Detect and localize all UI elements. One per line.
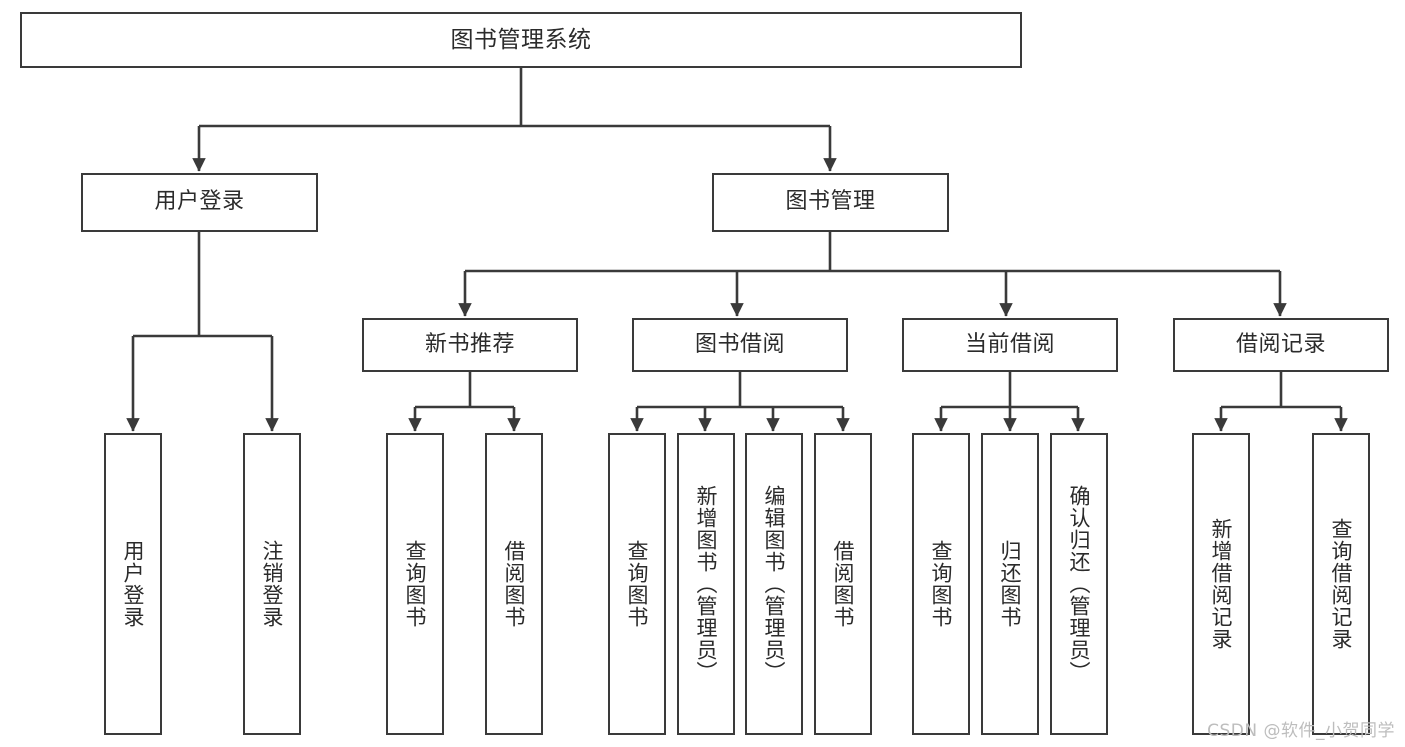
node-current-borrow-label: 当前借阅 (964, 331, 1055, 357)
node-book-borrow[interactable]: 图书借阅 (632, 318, 848, 372)
leaf-logout-login[interactable]: 注销登录 (243, 433, 301, 735)
leaf-return-book[interactable]: 归还图书 (981, 433, 1039, 735)
leaf-query-book-1[interactable]: 查询图书 (386, 433, 444, 735)
node-root-label: 图书管理系统 (450, 26, 592, 53)
csdn-watermark: CSDN @软件_小贺同学 (1207, 721, 1395, 741)
leaf-borrow-book-2-label: 借阅图书 (831, 540, 856, 628)
node-user-login[interactable]: 用户登录 (81, 173, 318, 232)
leaf-query-book-3[interactable]: 查询图书 (912, 433, 970, 735)
leaf-query-book-2-label: 查询图书 (625, 540, 650, 628)
node-root-book-management-system[interactable]: 图书管理系统 (20, 12, 1022, 68)
leaf-user-login[interactable]: 用户登录 (104, 433, 162, 735)
leaf-confirm-return-admin-label: 确认归还（管理员） (1067, 485, 1092, 683)
leaf-borrow-book-1[interactable]: 借阅图书 (485, 433, 543, 735)
node-new-book-recommend[interactable]: 新书推荐 (362, 318, 578, 372)
node-borrow-record[interactable]: 借阅记录 (1173, 318, 1389, 372)
leaf-query-book-2[interactable]: 查询图书 (608, 433, 666, 735)
node-new-book-recommend-label: 新书推荐 (424, 331, 515, 357)
node-book-management[interactable]: 图书管理 (712, 173, 949, 232)
leaf-edit-book-admin-label: 编辑图书（管理员） (762, 485, 787, 683)
node-book-borrow-label: 图书借阅 (694, 331, 785, 357)
leaf-query-book-1-label: 查询图书 (403, 540, 428, 628)
node-user-login-label: 用户登录 (154, 189, 245, 215)
leaf-query-borrow-record-label: 查询借阅记录 (1329, 518, 1354, 650)
leaf-add-book-admin-label: 新增图书（管理员） (694, 485, 719, 683)
leaf-confirm-return-admin[interactable]: 确认归还（管理员） (1050, 433, 1108, 735)
leaf-add-book-admin[interactable]: 新增图书（管理员） (677, 433, 735, 735)
leaf-borrow-book-1-label: 借阅图书 (502, 540, 527, 628)
node-book-management-label: 图书管理 (785, 189, 876, 215)
leaf-logout-login-label: 注销登录 (260, 540, 285, 628)
node-current-borrow[interactable]: 当前借阅 (902, 318, 1118, 372)
leaf-add-borrow-record-label: 新增借阅记录 (1209, 518, 1234, 650)
leaf-query-borrow-record[interactable]: 查询借阅记录 (1312, 433, 1370, 735)
leaf-return-book-label: 归还图书 (998, 540, 1023, 628)
leaf-borrow-book-2[interactable]: 借阅图书 (814, 433, 872, 735)
node-borrow-record-label: 借阅记录 (1235, 331, 1326, 357)
leaf-add-borrow-record[interactable]: 新增借阅记录 (1192, 433, 1250, 735)
leaf-query-book-3-label: 查询图书 (929, 540, 954, 628)
leaf-edit-book-admin[interactable]: 编辑图书（管理员） (745, 433, 803, 735)
leaf-user-login-label: 用户登录 (121, 540, 146, 628)
